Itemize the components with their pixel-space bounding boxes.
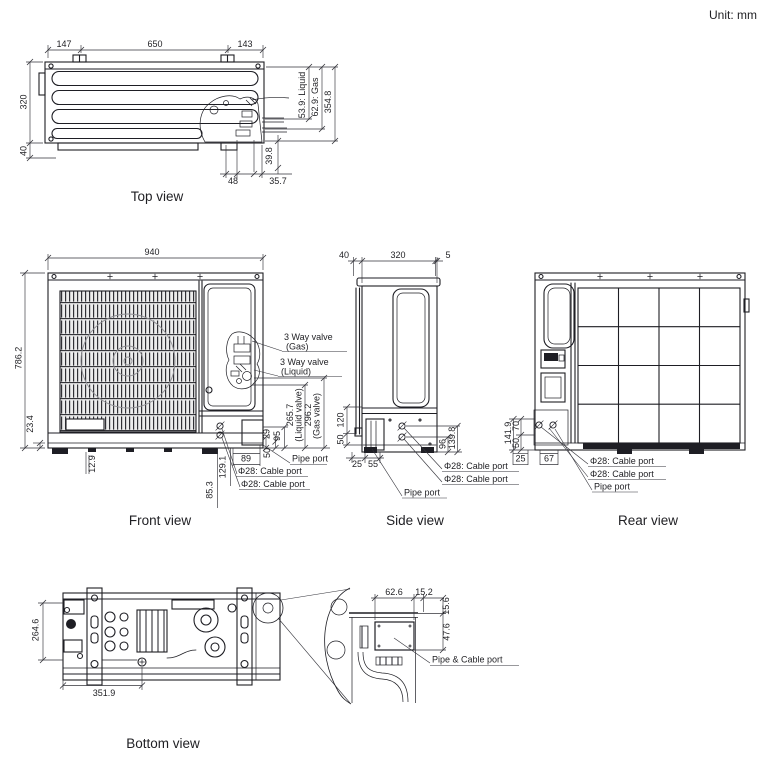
front-cable-port-hole-1 (215, 421, 225, 431)
rear-pipe-port-label: Pipe port (594, 482, 631, 492)
front-valve-assembly (225, 331, 261, 390)
bottom-detail-dimensions (371, 594, 447, 654)
front-dim-265-7: 265.7 (285, 404, 295, 427)
bottom-dim-15-6: 15.6 (441, 597, 451, 615)
bottom-pipe-cable-port-label: Pipe & Cable port (432, 655, 503, 665)
bottom-dim-264-6: 264.6 (31, 619, 41, 642)
side-view-body (354, 277, 441, 453)
front-dim-89: 89 (241, 454, 251, 464)
front-dim-29: 29 (262, 429, 272, 439)
front-view: 940 786.2 23.4 12.9 3 Way valve (Gas) 3 … (14, 247, 347, 528)
front-gas-valve-label: (Gas valve) (312, 393, 322, 439)
side-dim-5: 5 (445, 250, 450, 260)
side-feet (364, 447, 434, 453)
front-dim-23-4: 23.4 (25, 415, 35, 433)
rear-view-dimensions (509, 415, 559, 465)
rear-dim-50: 50 (511, 438, 521, 448)
side-pipe-port-label: Pipe port (404, 488, 441, 498)
front-fan-icon (80, 313, 176, 409)
top-dim-48: 48 (228, 176, 238, 186)
rear-cable-port-label-1: Φ28: Cable port (590, 456, 654, 466)
front-dim-50: 50 (262, 448, 272, 458)
front-view-dimensions (20, 254, 330, 508)
bottom-detail-view (324, 587, 418, 705)
front-pipe-port-label: Pipe port (292, 454, 329, 464)
bottom-dim-47-6: 47.6 (442, 623, 452, 641)
rear-dim-67: 67 (544, 454, 554, 464)
side-view-title: Side view (386, 513, 444, 528)
bottom-dim-15-2: 15.2 (415, 587, 433, 597)
bottom-dim-62-6: 62.6 (385, 587, 403, 597)
side-leader-lines (371, 427, 519, 499)
top-dim-650: 650 (147, 39, 162, 49)
front-dim-940: 940 (144, 247, 159, 257)
unit-note: Unit: mm (709, 8, 757, 22)
front-feet (52, 448, 218, 454)
rear-feet (583, 443, 740, 454)
front-dim-129-1: 129.1 (218, 456, 228, 479)
side-dim-120: 120 (336, 412, 346, 427)
side-view-dimensions (343, 257, 462, 463)
side-dim-25: 25 (352, 459, 362, 469)
bottom-dim-351-9: 351.9 (93, 688, 116, 698)
bottom-detail-leaders (277, 588, 351, 704)
front-cable-port-label-1: Φ28: Cable port (238, 466, 302, 476)
side-dim-139-8: 139.8 (447, 427, 457, 450)
top-dim-gas: 62.9: Gas (310, 77, 320, 117)
top-view-dimensions (26, 45, 339, 178)
top-dim-39-8: 39.8 (264, 147, 274, 165)
side-dim-320: 320 (390, 250, 405, 260)
front-dim-85-3: 85.3 (205, 481, 215, 499)
top-view-title: Top view (131, 189, 184, 204)
rear-dim-25: 25 (515, 454, 525, 464)
top-dim-35-7: 35.7 (269, 176, 287, 186)
front-valve-gas-label-1: 3 Way valve (284, 332, 333, 342)
front-dim-296-2: 296.2 (303, 404, 313, 427)
front-liquid-valve-label: (Liquid valve) (294, 388, 304, 442)
side-dim-50: 50 (336, 434, 346, 444)
rear-leader-lines (540, 426, 666, 493)
bottom-port-leader (393, 637, 519, 666)
top-dim-147: 147 (56, 39, 71, 49)
front-valve-liquid-label-1: 3 Way valve (280, 357, 329, 367)
front-cable-port-label-2: Φ28: Cable port (241, 479, 305, 489)
front-dim-786-2: 786.2 (14, 347, 24, 370)
front-valve-gas-label-2: (Gas) (286, 342, 309, 352)
top-dim-liquid: 53.9: Liquid (297, 72, 307, 119)
front-view-title: Front view (129, 513, 192, 528)
bottom-view: 264.6 351.9 62.6 15.2 15.6 47.6 Pipe & C… (31, 587, 519, 751)
top-dim-354-8: 354.8 (323, 91, 333, 114)
top-view-valve-assembly (199, 95, 290, 143)
side-dim-55: 55 (368, 459, 378, 469)
rear-view-body (533, 272, 750, 451)
side-cable-port-label-1: Φ28: Cable port (444, 461, 508, 471)
front-dim-12-9: 12.9 (87, 455, 97, 473)
rear-view: 141.9 70 50 25 67 Φ28: Cable port Φ28: C… (503, 272, 750, 528)
side-cable-port-label-2: Φ28: Cable port (444, 474, 508, 484)
front-valve-liquid-label-2: (Liquid) (281, 367, 311, 377)
top-view: 147 650 143 320 40 53.9: Liquid 62.9: Ga… (19, 39, 339, 204)
top-dim-143: 143 (237, 39, 252, 49)
rear-dim-141-9: 141.9 (503, 422, 513, 445)
front-leader-lines (221, 340, 347, 490)
rear-dim-70: 70 (511, 421, 521, 431)
front-dim-95: 95 (272, 431, 282, 441)
top-dim-40: 40 (19, 146, 29, 156)
bottom-view-dimensions (38, 599, 146, 690)
bottom-view-body (62, 587, 284, 686)
top-view-body (38, 54, 265, 151)
side-dim-96: 96 (438, 439, 448, 449)
rear-view-title: Rear view (618, 513, 678, 528)
side-view: 40 320 5 120 50 25 55 96 139.8 Φ28: Cabl… (336, 250, 519, 528)
rear-cable-port-hole-2 (548, 420, 558, 430)
bottom-view-title: Bottom view (126, 736, 200, 751)
rear-cable-port-label-2: Φ28: Cable port (590, 469, 654, 479)
front-view-body (47, 272, 264, 449)
side-dim-40: 40 (339, 250, 349, 260)
top-dim-320: 320 (19, 94, 29, 109)
